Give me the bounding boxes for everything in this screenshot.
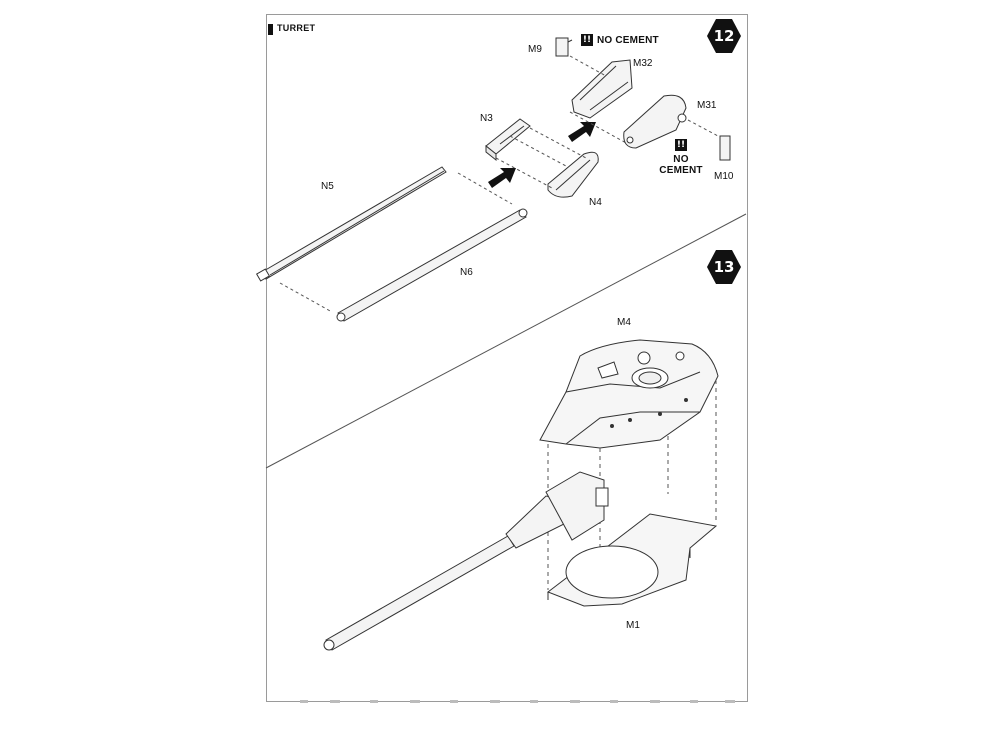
part-m4 (539, 339, 719, 449)
part-n4 (547, 151, 599, 198)
part-n5 (255, 166, 447, 282)
part-label-n4: N4 (589, 197, 602, 208)
hexagon-icon (707, 19, 741, 53)
hexagon-icon (707, 250, 741, 284)
part-label-m1: M1 (626, 620, 640, 631)
part-label-m10: M10 (714, 171, 734, 182)
part-n3 (485, 118, 531, 162)
assembly-arrow-icon (568, 122, 596, 142)
part-m10 (719, 135, 731, 161)
step-13-badge: 13 (706, 249, 742, 285)
step-divider (265, 213, 747, 469)
no-cement-warning: !! NO CEMENT (581, 34, 659, 46)
part-m32 (571, 59, 633, 119)
warning-text: NO CEMENT (659, 154, 703, 176)
part-m1 (546, 513, 718, 607)
warning-icon: !! (675, 139, 687, 151)
section-title: TURRET (277, 23, 316, 33)
warning-text: NO CEMENT (597, 34, 659, 46)
step-number: 12 (713, 27, 735, 45)
part-label-m32: M32 (633, 58, 653, 69)
step-12-badge: 12 (706, 18, 742, 54)
warning-icon: !! (581, 34, 593, 46)
section-marker (268, 24, 273, 35)
part-n6 (336, 208, 528, 322)
no-cement-warning: !! NO CEMENT (655, 139, 707, 176)
part-m31 (623, 94, 687, 149)
assembly-arrow-icon (488, 168, 516, 188)
part-label-n3: N3 (480, 113, 493, 124)
part-label-m4: M4 (617, 317, 631, 328)
scan-artifact (300, 700, 735, 703)
part-label-m31: M31 (697, 100, 717, 111)
part-label-n6: N6 (460, 267, 473, 278)
step-number: 13 (713, 258, 735, 276)
part-label-m9: M9 (528, 44, 542, 55)
part-gun-assembly (323, 471, 609, 651)
part-label-n5: N5 (321, 181, 334, 192)
part-m9 (555, 37, 569, 57)
